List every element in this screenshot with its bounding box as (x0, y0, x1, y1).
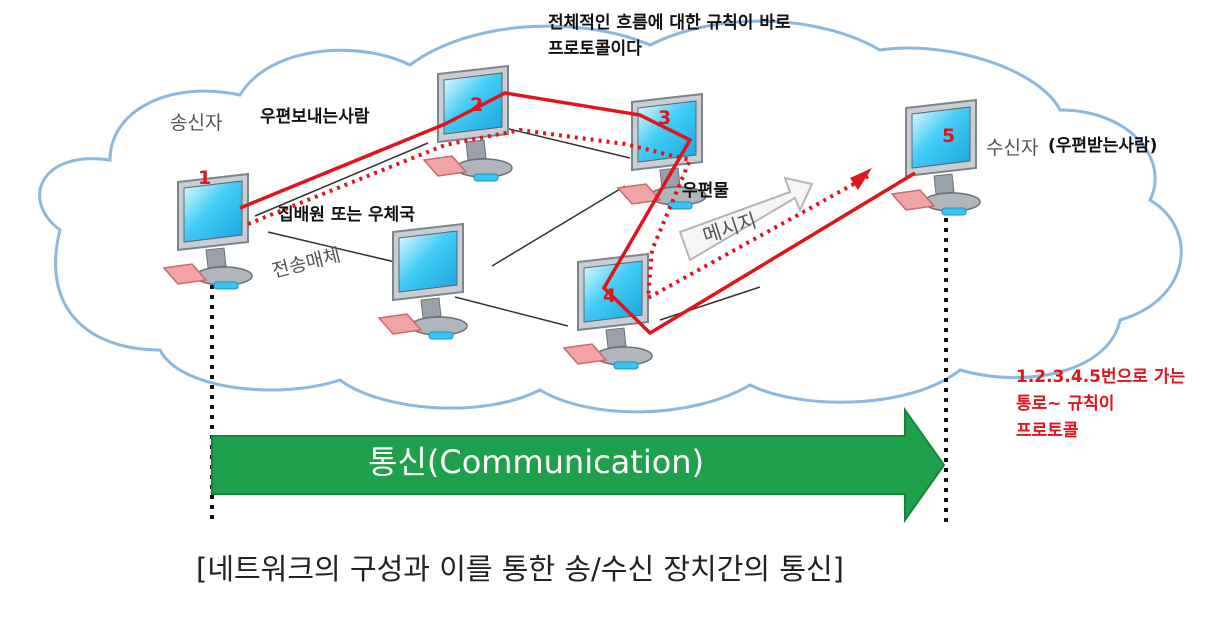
node-number-3: 3 (658, 107, 672, 129)
sender-label: 송신자 (170, 112, 223, 134)
figure-caption: [네트워크의 구성과 이를 통한 송/수신 장치간의 통신] (196, 552, 844, 586)
side-note-line-2: 통로~ 규칙이 (1016, 394, 1115, 414)
communication-arrow (211, 406, 946, 524)
route-arrow-head (850, 168, 872, 190)
message-arrow (678, 176, 814, 262)
protocol-note-line-1: 전체적인 흐름에 대한 규칙이 바로 (548, 13, 791, 33)
receiver-note: (우편받는사람) (1048, 136, 1158, 156)
mail-note: 우편물 (682, 181, 729, 201)
computer-5 (891, 99, 981, 216)
communication-label: 통신(Communication) (368, 443, 705, 481)
side-note-line-3: 프로토콜 (1016, 421, 1079, 441)
protocol-route-dotted (247, 127, 871, 302)
node-number-2: 2 (470, 94, 484, 116)
node-number-1: 1 (198, 167, 212, 189)
node-number-5: 5 (942, 125, 956, 147)
network-links (254, 127, 761, 327)
relay-note: 집배원 또는 우체국 (278, 205, 415, 225)
computer-1 (163, 173, 253, 290)
computer-2 (423, 65, 513, 182)
node-number-4: 4 (603, 285, 617, 307)
protocol-route-solid (239, 91, 916, 336)
side-note-line-1: 1.2.3.4.5번으로 가는 (1016, 367, 1186, 387)
computer-relay (378, 223, 468, 340)
computer-4 (563, 253, 653, 370)
network-cloud (38, 19, 1183, 414)
receiver-label: 수신자 (986, 137, 1039, 159)
protocol-note-line-2: 프로토콜이다 (548, 39, 642, 59)
sender-note: 우편보내는사람 (260, 107, 370, 127)
